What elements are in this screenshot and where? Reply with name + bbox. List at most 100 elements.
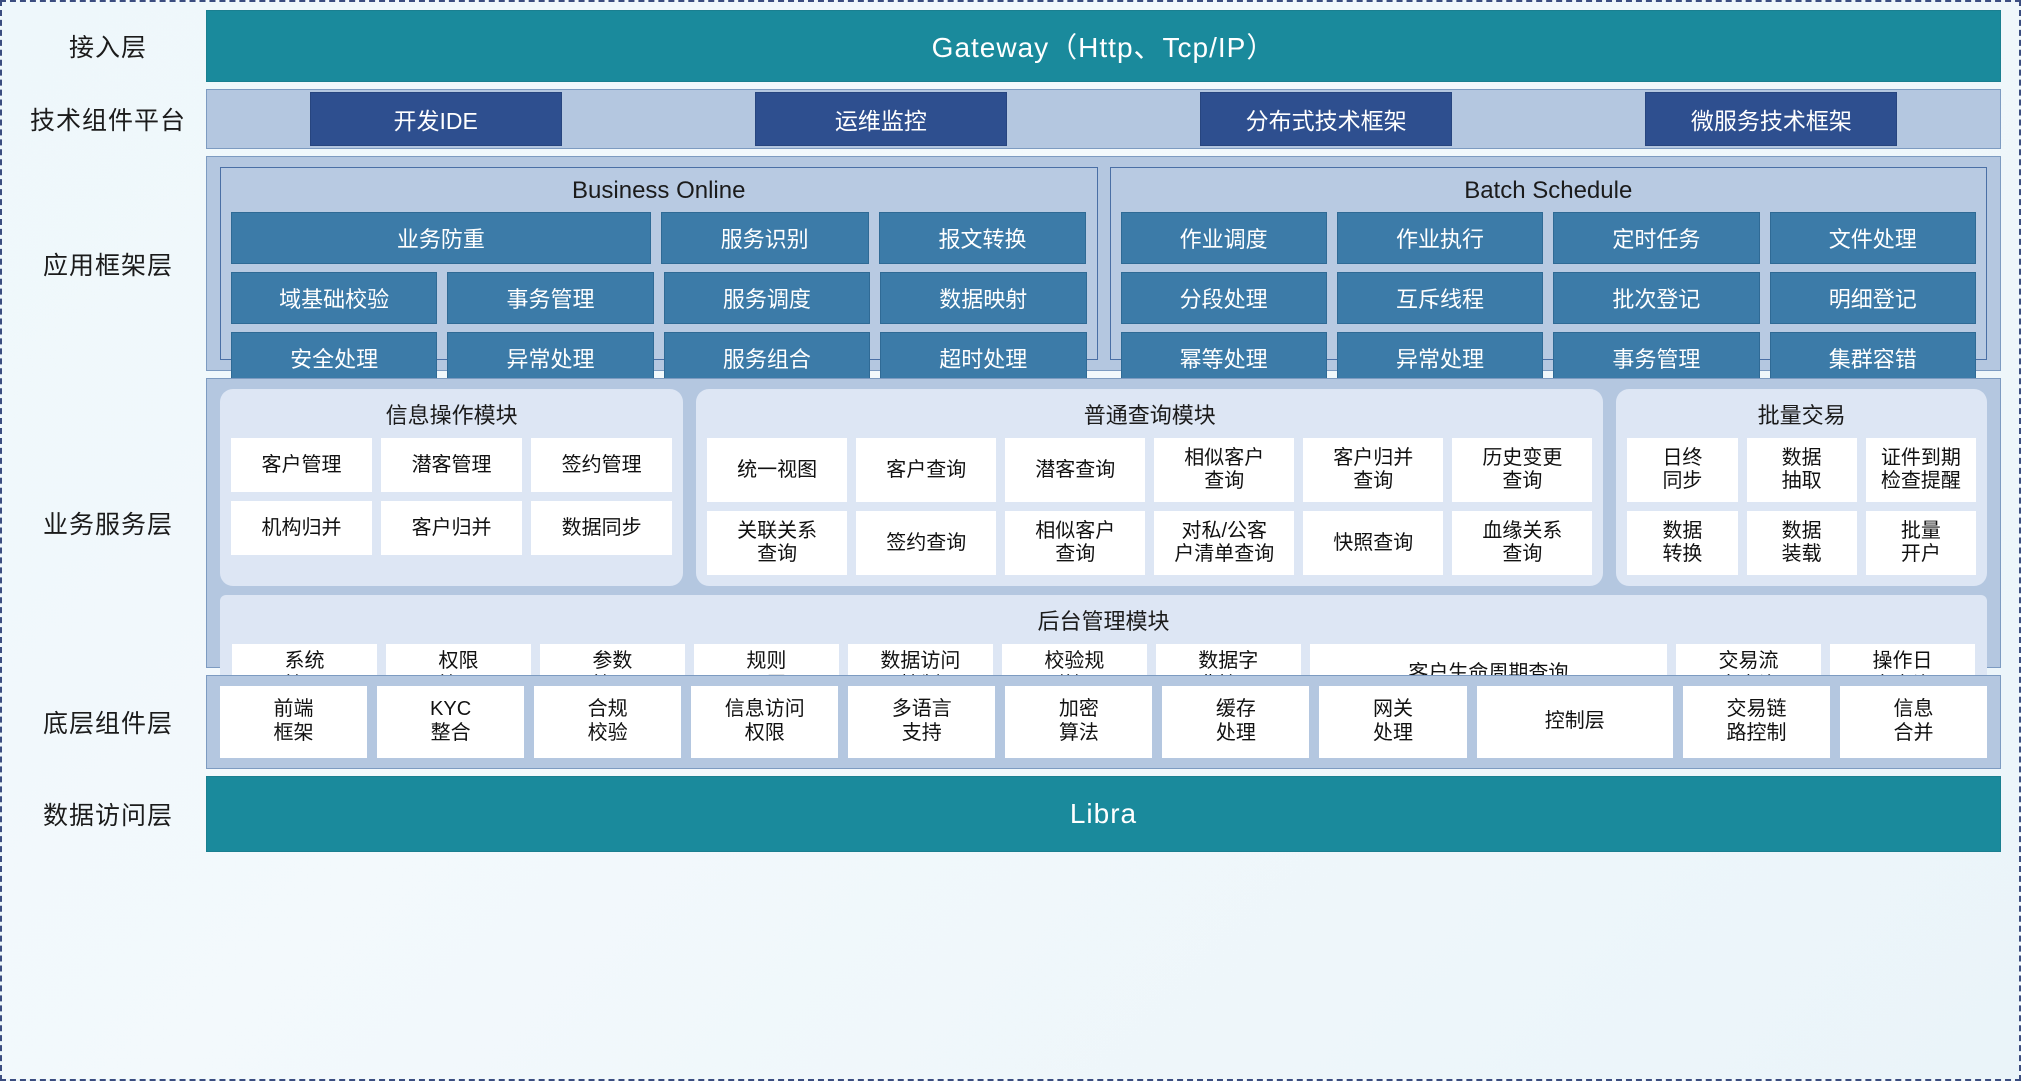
biz-cell-data-transform[interactable]: 数据转换 (1627, 511, 1738, 575)
biz-cell-data-sync[interactable]: 数据同步 (531, 501, 673, 555)
tech-chip-microservice-framework[interactable]: 微服务技术框架 (1645, 92, 1898, 146)
layer-business-service: 业务服务层 信息操作模块 客户管理 潜客管理 签约管理 (10, 378, 2001, 715)
framework-row: 分段处理 互斥线程 批次登记 明细登记 (1120, 272, 1976, 324)
biz-cell-customer-merge-query[interactable]: 客户归并查询 (1303, 438, 1444, 502)
layer-access: 接入层 Gateway（Http、Tcp/IP） (10, 10, 2001, 82)
group-batch-schedule: Batch Schedule 作业调度 作业执行 定时任务 文件处理 分段处理 … (1109, 167, 1987, 384)
libra-bar[interactable]: Libra (206, 776, 2001, 852)
biz-cell-lineage-query[interactable]: 血缘关系查询 (1452, 511, 1593, 575)
biz-cell-customer-merge[interactable]: 客户归并 (381, 501, 523, 555)
fw-cell-batch-transaction-mgmt[interactable]: 事务管理 (1553, 332, 1760, 384)
module-title-common-query: 普通查询模块 (1083, 403, 1216, 428)
biz-cell-customer-query[interactable]: 客户查询 (856, 438, 997, 502)
biz-cell-snapshot-query[interactable]: 快照查询 (1303, 511, 1444, 575)
base-cell-info-merge[interactable]: 信息合并 (1839, 686, 1988, 758)
framework-row: 域基础校验 事务管理 服务调度 数据映射 (231, 272, 1087, 324)
fw-cell-service-identify[interactable]: 服务识别 (660, 212, 869, 264)
app-framework-panel: Business Online 业务防重 服务识别 报文转换 域基础校验 事务管… (206, 156, 2001, 384)
fw-cell-data-mapping[interactable]: 数据映射 (880, 272, 1087, 324)
gateway-bar[interactable]: Gateway（Http、Tcp/IP） (206, 10, 2001, 82)
fw-cell-domain-validation[interactable]: 域基础校验 (231, 272, 438, 324)
fw-cell-job-execute[interactable]: 作业执行 (1336, 212, 1544, 264)
fw-cell-batch-exception-handling[interactable]: 异常处理 (1336, 332, 1544, 384)
biz-cell-data-extract[interactable]: 数据抽取 (1746, 438, 1857, 502)
biz-cell-certificate-expiry-reminder[interactable]: 证件到期检查提醒 (1865, 438, 1976, 502)
layer-app-framework: 应用框架层 Business Online 业务防重 服务识别 报文转换 域基础… (10, 156, 2001, 384)
fw-cell-idempotent-processing[interactable]: 幂等处理 (1120, 332, 1327, 384)
biz-cell-relation-query[interactable]: 关联关系查询 (707, 511, 848, 575)
base-cell-transaction-chain-control[interactable]: 交易链路控制 (1682, 686, 1830, 758)
module-info-operation: 信息操作模块 客户管理 潜客管理 签约管理 机构归并 客户归并 数据同步 (220, 389, 684, 586)
base-cell-compliance-validation[interactable]: 合规校验 (534, 686, 682, 758)
module-title-batch-transaction: 批量交易 (1757, 403, 1846, 428)
base-cell-gateway-processing[interactable]: 网关处理 (1319, 686, 1467, 758)
base-cell-encryption-algorithm[interactable]: 加密算法 (1005, 686, 1153, 758)
fw-cell-cluster-fault-tolerance[interactable]: 集群容错 (1769, 332, 1976, 384)
framework-row: 作业调度 作业执行 定时任务 文件处理 (1120, 212, 1976, 264)
biz-cell-unified-view[interactable]: 统一视图 (707, 438, 848, 502)
fw-cell-service-composition[interactable]: 服务组合 (663, 332, 871, 384)
fw-cell-detail-registration[interactable]: 明细登记 (1769, 272, 1976, 324)
fw-cell-timed-task[interactable]: 定时任务 (1553, 212, 1760, 264)
fw-cell-security-processing[interactable]: 安全处理 (231, 332, 438, 384)
fw-cell-message-transform[interactable]: 报文转换 (878, 212, 1087, 264)
module-title-info-operation: 信息操作模块 (385, 403, 518, 428)
module-row: 关联关系查询 签约查询 相似客户查询 对私/公客户清单查询 快照查询 血缘关系查… (707, 511, 1593, 575)
module-row: 机构归并 客户归并 数据同步 (231, 501, 673, 555)
biz-cell-prospect-query[interactable]: 潜客查询 (1005, 438, 1146, 502)
biz-cell-data-load[interactable]: 数据装载 (1746, 511, 1857, 575)
layer-data-access: 数据访问层 Libra (10, 776, 2001, 852)
biz-cell-customer-mgmt[interactable]: 客户管理 (231, 438, 373, 492)
layer-tech-platform: 技术组件平台 开发IDE 运维监控 分布式技术框架 微服务技术框架 (10, 89, 2001, 149)
layer-label-tech-platform: 技术组件平台 (29, 107, 186, 135)
fw-cell-mutex-thread[interactable]: 互斥线程 (1336, 272, 1544, 324)
biz-cell-eod-sync[interactable]: 日终同步 (1627, 438, 1738, 502)
biz-cell-org-merge[interactable]: 机构归并 (231, 501, 373, 555)
biz-cell-contract-query[interactable]: 签约查询 (856, 511, 997, 575)
framework-row: 幂等处理 异常处理 事务管理 集群容错 (1120, 332, 1976, 384)
fw-cell-timeout-handling[interactable]: 超时处理 (880, 332, 1087, 384)
module-row: 日终同步 数据抽取 证件到期检查提醒 (1627, 438, 1976, 502)
module-row: 统一视图 客户查询 潜客查询 相似客户查询 客户归并查询 历史变更查询 (707, 438, 1593, 502)
tech-chip-distributed-framework[interactable]: 分布式技术框架 (1200, 92, 1453, 146)
base-cell-multilanguage-support[interactable]: 多语言支持 (848, 686, 996, 758)
layer-label-app-framework: 应用框架层 (42, 251, 173, 280)
fw-cell-job-schedule[interactable]: 作业调度 (1120, 212, 1327, 264)
base-cell-cache-processing[interactable]: 缓存处理 (1162, 686, 1310, 758)
tech-chip-dev-ide[interactable]: 开发IDE (309, 92, 562, 146)
module-row: 客户管理 潜客管理 签约管理 (231, 438, 673, 492)
fw-cell-batch-registration[interactable]: 批次登记 (1553, 272, 1760, 324)
layer-label-base-component: 底层组件层 (42, 710, 173, 738)
layer-label-business-service: 业务服务层 (42, 511, 173, 539)
fw-cell-service-dispatch[interactable]: 服务调度 (663, 272, 871, 324)
biz-cell-history-change-query[interactable]: 历史变更查询 (1452, 438, 1593, 502)
module-common-query: 普通查询模块 统一视图 客户查询 潜客查询 相似客户查询 客户归并查询 历史变更… (696, 389, 1604, 586)
tech-platform-panel: 开发IDE 运维监控 分布式技术框架 微服务技术框架 (206, 89, 2001, 149)
module-row: 数据转换 数据装载 批量开户 (1627, 511, 1976, 575)
fw-cell-segment-processing[interactable]: 分段处理 (1120, 272, 1327, 324)
layer-label-access: 接入层 (68, 34, 147, 62)
module-batch-transaction: 批量交易 日终同步 数据抽取 证件到期检查提醒 数据转换 数据装载 批量开户 (1616, 389, 1987, 586)
biz-cell-prospect-mgmt[interactable]: 潜客管理 (381, 438, 523, 492)
biz-cell-contract-mgmt[interactable]: 签约管理 (531, 438, 673, 492)
group-title-batch-schedule: Batch Schedule (1464, 177, 1633, 204)
biz-cell-retail-corporate-list-query[interactable]: 对私/公客户清单查询 (1154, 511, 1295, 575)
framework-row: 业务防重 服务识别 报文转换 (231, 212, 1087, 264)
layer-label-data-access: 数据访问层 (42, 802, 173, 830)
base-cell-info-access-permission[interactable]: 信息访问权限 (691, 686, 839, 758)
group-business-online: Business Online 业务防重 服务识别 报文转换 域基础校验 事务管… (220, 167, 1098, 384)
tech-chip-ops-monitor[interactable]: 运维监控 (754, 92, 1007, 146)
base-cell-control-layer[interactable]: 控制层 (1476, 686, 1673, 758)
biz-cell-similar-customer-query-2[interactable]: 相似客户查询 (1005, 511, 1146, 575)
fw-cell-business-dedup[interactable]: 业务防重 (231, 212, 651, 264)
module-title-backoffice: 后台管理模块 (1037, 609, 1170, 634)
base-cell-frontend-framework[interactable]: 前端框架 (220, 686, 368, 758)
biz-cell-batch-account-open[interactable]: 批量开户 (1865, 511, 1976, 575)
biz-cell-similar-customer-query[interactable]: 相似客户查询 (1154, 438, 1295, 502)
fw-cell-transaction-mgmt[interactable]: 事务管理 (447, 272, 654, 324)
fw-cell-file-processing[interactable]: 文件处理 (1769, 212, 1976, 264)
